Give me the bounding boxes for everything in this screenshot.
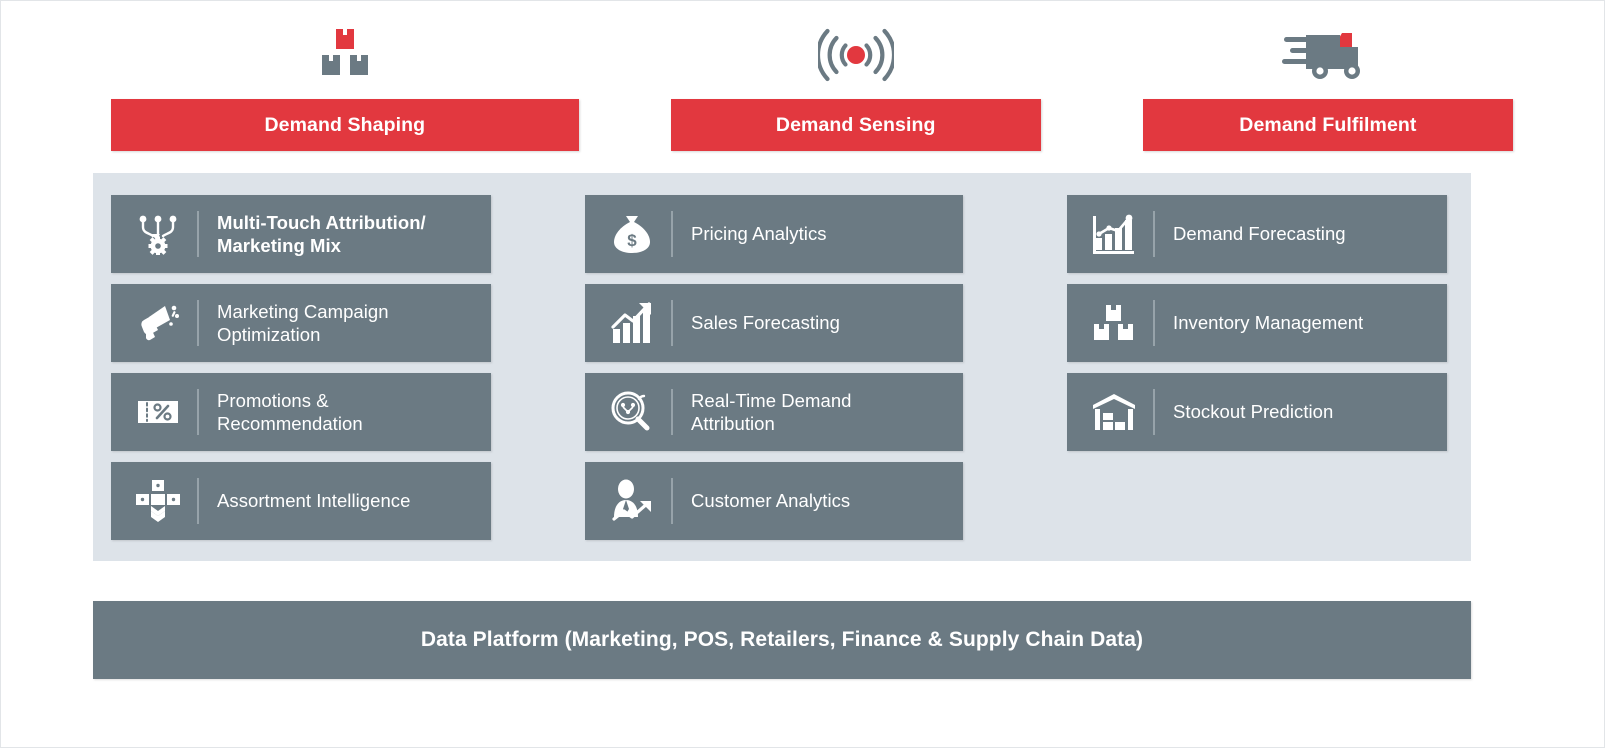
- megaphone-icon: [131, 300, 185, 346]
- warehouse-icon: [1087, 389, 1141, 435]
- growth-bar-chart-icon: [605, 300, 659, 346]
- svg-text:$: $: [627, 231, 637, 250]
- capability-label: Demand Forecasting: [1173, 223, 1346, 245]
- capability-label: Pricing Analytics: [691, 223, 827, 245]
- bar-chart-line-icon: [1087, 211, 1141, 257]
- capability-column-demand-shaping: Multi-Touch Attribution/Marketing Mix: [111, 195, 491, 561]
- pillar-title: Demand Fulfilment: [1239, 113, 1417, 136]
- card-divider: [197, 478, 199, 524]
- card-divider: [671, 389, 673, 435]
- capability-card[interactable]: Inventory Management: [1067, 284, 1447, 362]
- pillar-header-demand-shaping: Demand Shaping: [111, 15, 579, 151]
- pillar-title: Demand Shaping: [264, 113, 426, 136]
- magnifier-clock-icon: [605, 389, 659, 435]
- capability-label: Promotions &Recommendation: [217, 389, 363, 434]
- capability-card[interactable]: Demand Forecasting: [1067, 195, 1447, 273]
- stacked-boxes-icon: [314, 21, 376, 83]
- data-platform-label: Data Platform (Marketing, POS, Retailers…: [420, 628, 1144, 651]
- pillar-header-demand-sensing: Demand Sensing: [670, 15, 1041, 151]
- person-trend-icon: [605, 478, 659, 524]
- capability-column-demand-fulfilment: Demand Forecasting Inventory Management: [1067, 195, 1447, 561]
- card-divider: [197, 300, 199, 346]
- capabilities-panel: Multi-Touch Attribution/Marketing Mix: [93, 173, 1471, 561]
- discount-coupon-icon: [131, 389, 185, 435]
- assortment-network-icon: [131, 478, 185, 524]
- pillar-header-bar[interactable]: Demand Fulfilment: [1142, 99, 1513, 151]
- pillar-header-bar[interactable]: Demand Sensing: [670, 99, 1041, 151]
- capability-label: Multi-Touch Attribution/Marketing Mix: [217, 211, 426, 256]
- capability-card[interactable]: Promotions &Recommendation: [111, 373, 491, 451]
- attribution-funnel-gear-icon: [131, 211, 185, 257]
- capability-card[interactable]: Multi-Touch Attribution/Marketing Mix: [111, 195, 491, 273]
- card-divider: [671, 300, 673, 346]
- capability-card[interactable]: Stockout Prediction: [1067, 373, 1447, 451]
- capability-card[interactable]: Assortment Intelligence: [111, 462, 491, 540]
- signal-broadcast-icon: [817, 21, 894, 83]
- pillar-header-demand-fulfilment: Demand Fulfilment: [1142, 15, 1513, 151]
- data-platform-bar[interactable]: Data Platform (Marketing, POS, Retailers…: [93, 601, 1471, 679]
- capability-label: Inventory Management: [1173, 312, 1364, 334]
- card-divider: [197, 389, 199, 435]
- pillar-headers-row: Demand Shaping Dema: [93, 15, 1513, 151]
- capability-card[interactable]: $ Pricing Analytics: [585, 195, 963, 273]
- capability-column-demand-sensing: $ Pricing Analytics: [585, 195, 963, 561]
- delivery-truck-icon: [1281, 21, 1374, 83]
- card-divider: [1153, 300, 1155, 346]
- pillar-title: Demand Sensing: [775, 113, 936, 136]
- capability-card[interactable]: Sales Forecasting: [585, 284, 963, 362]
- pillar-header-bar[interactable]: Demand Shaping: [111, 99, 579, 151]
- capability-card[interactable]: Customer Analytics: [585, 462, 963, 540]
- card-divider: [671, 211, 673, 257]
- card-divider: [1153, 389, 1155, 435]
- card-divider: [197, 211, 199, 257]
- capability-label: Sales Forecasting: [691, 312, 840, 334]
- money-bag-icon: $: [605, 211, 659, 257]
- capability-label: Assortment Intelligence: [217, 490, 411, 512]
- capability-label: Stockout Prediction: [1173, 401, 1334, 423]
- card-divider: [1153, 211, 1155, 257]
- capability-label: Customer Analytics: [691, 490, 851, 512]
- card-divider: [671, 478, 673, 524]
- boxes-icon: [1087, 300, 1141, 346]
